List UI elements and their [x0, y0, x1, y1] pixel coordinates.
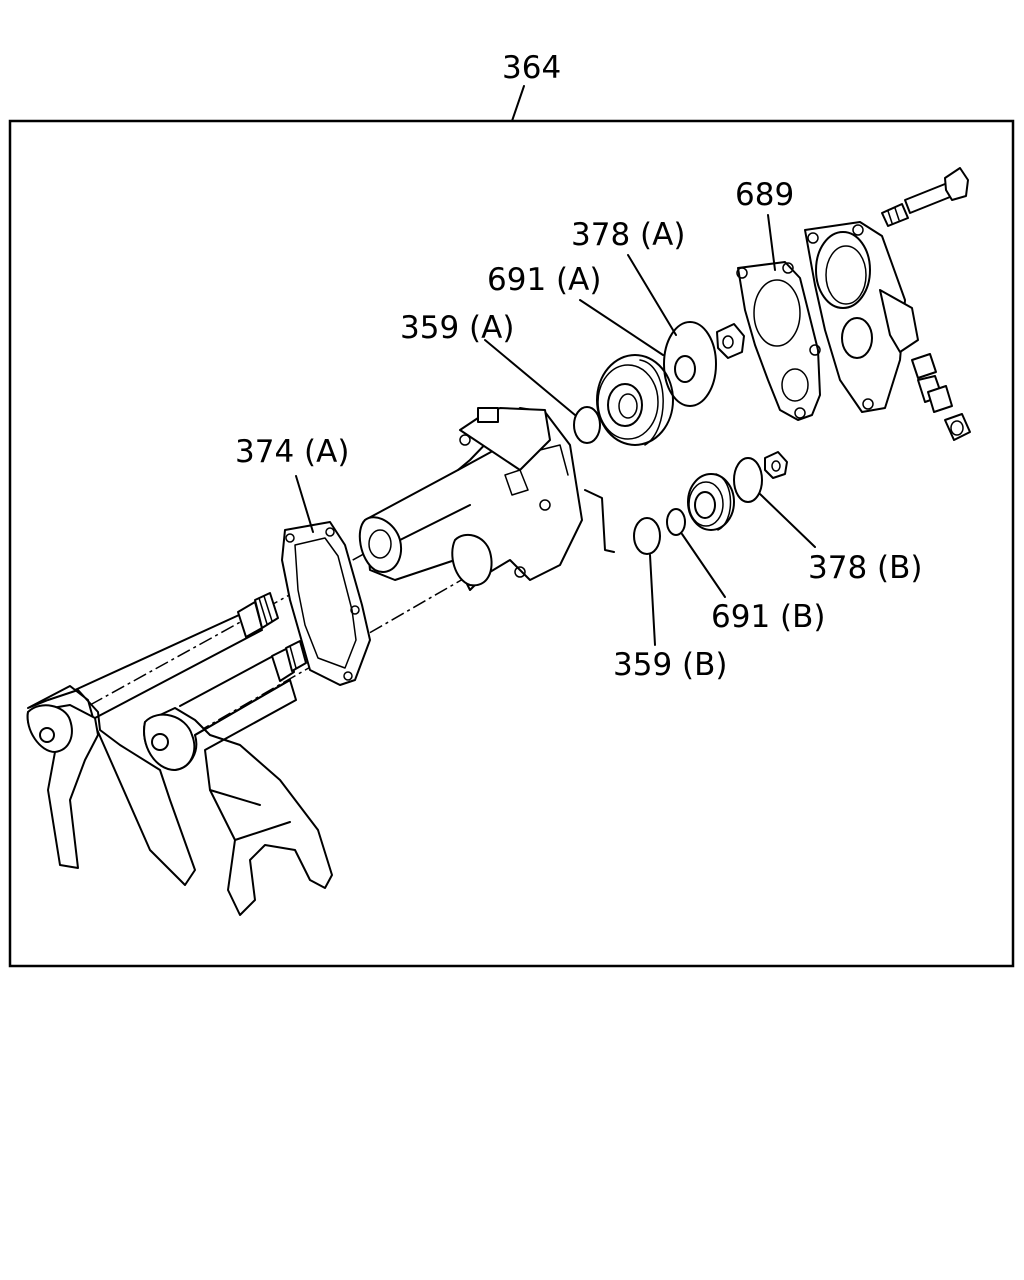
cover-bolt [881, 167, 969, 227]
o-ring-359a [573, 406, 601, 444]
callout-378b: 378 (B) [808, 550, 922, 586]
washer-691a [663, 321, 717, 407]
gasket-689 [736, 261, 821, 421]
housing [358, 407, 615, 591]
assembly-leader [511, 85, 525, 122]
shift-fork-a [26, 609, 263, 886]
shift-fork-b [143, 640, 333, 916]
assembly-label-364: 364 [502, 50, 561, 86]
fittings [911, 353, 971, 441]
end-cover [804, 221, 919, 413]
leader-lines [295, 214, 816, 646]
callout-691b: 691 (B) [711, 599, 825, 635]
o-ring-359b [633, 517, 661, 555]
callout-691a: 691 (A) [487, 262, 601, 298]
callout-374a: 374 (A) [235, 434, 349, 470]
callout-359a: 359 (A) [400, 310, 514, 346]
diagram-frame [8, 119, 1015, 968]
callout-378a: 378 (A) [571, 217, 685, 253]
gasket-374a [281, 521, 371, 686]
o-ring-378b [733, 457, 763, 503]
nut-a [716, 323, 745, 359]
washer-691b [666, 508, 686, 536]
callout-689: 689 [735, 177, 794, 213]
fork-rod-a [237, 592, 279, 638]
callout-359b: 359 (B) [613, 647, 727, 683]
nut-b [764, 451, 788, 479]
piston-a [596, 354, 674, 446]
piston-b [687, 473, 735, 531]
